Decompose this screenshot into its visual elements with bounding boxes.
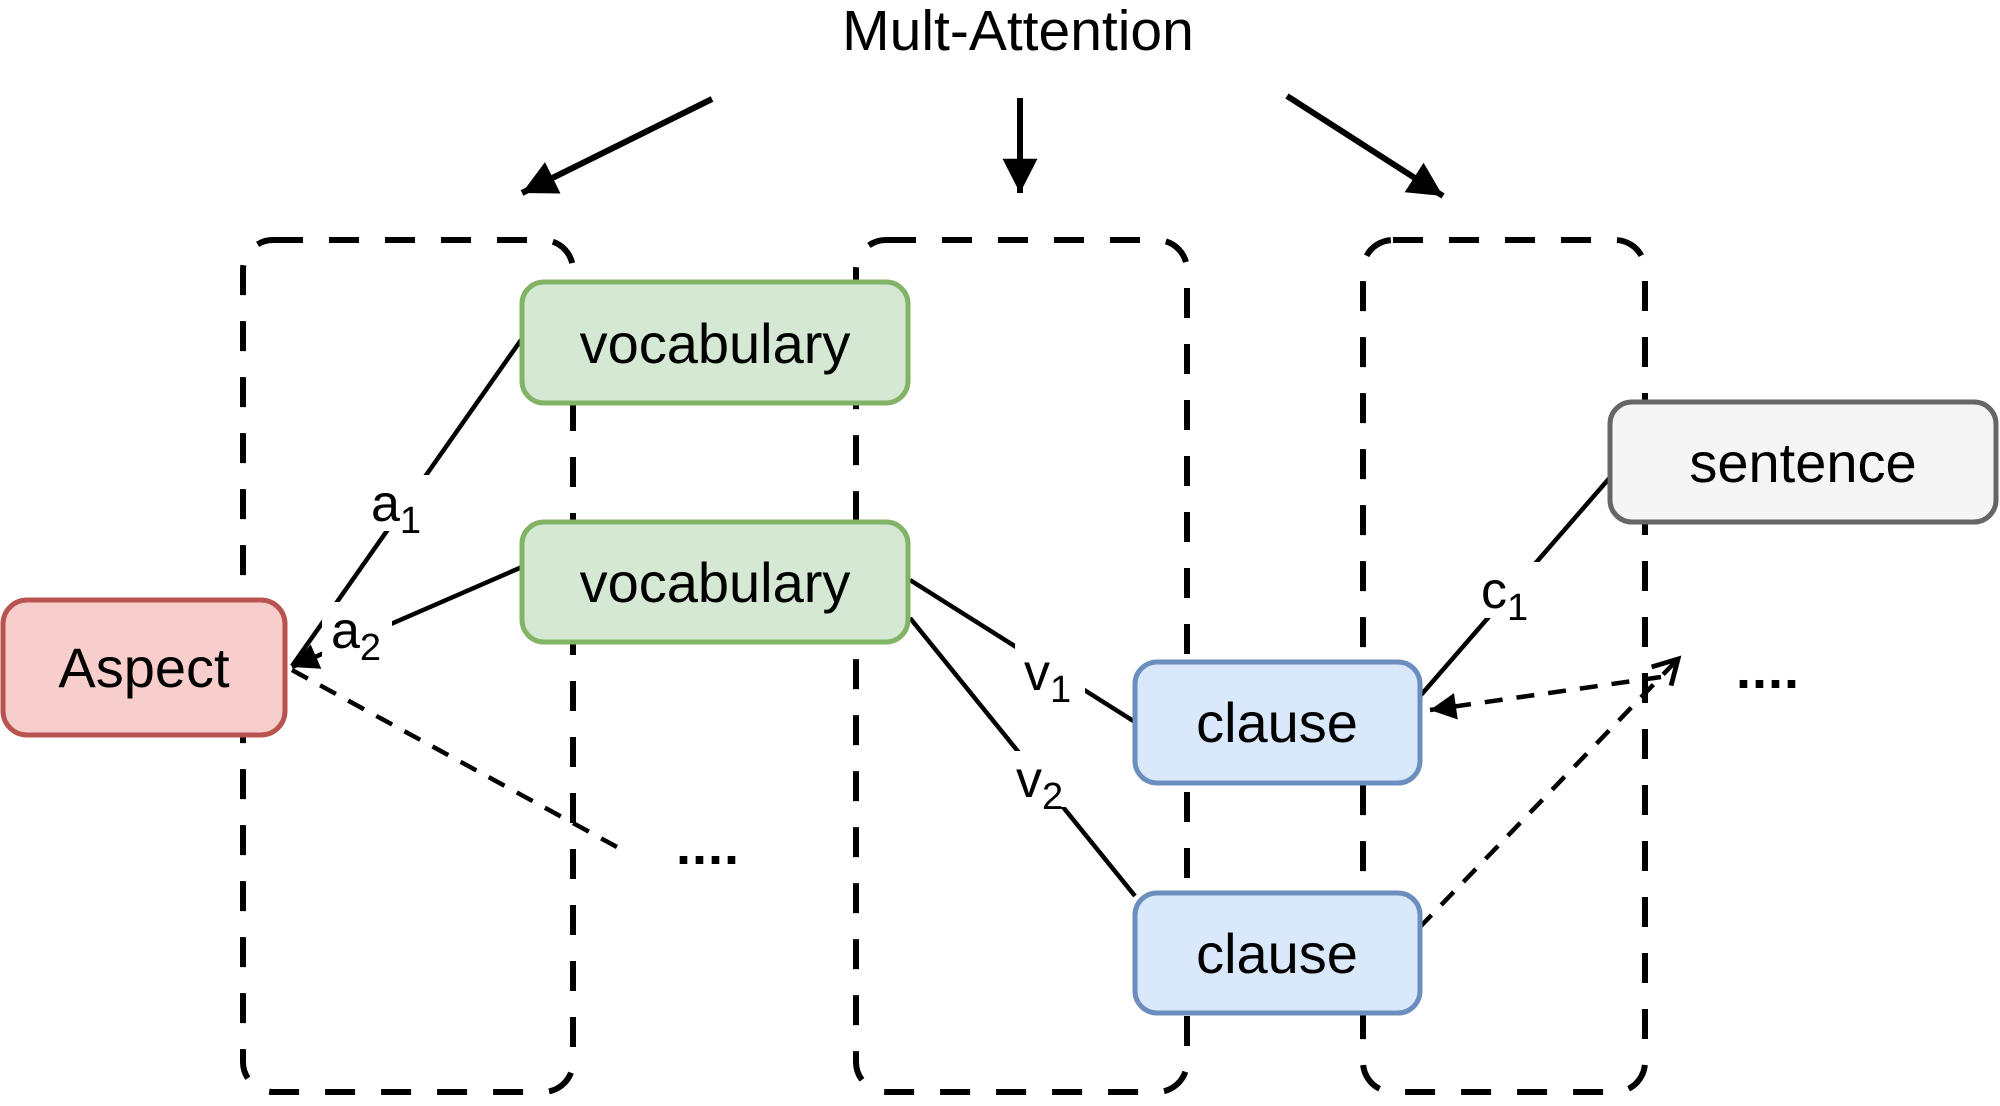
ellipsis-right: .... (1736, 640, 1800, 700)
diagram-title: Mult-Attention (842, 0, 1194, 63)
clause-node-1-label: clause (1196, 691, 1358, 754)
ellipsis-left: .... (676, 816, 740, 876)
edge-label-v1: v1 (1024, 644, 1071, 711)
edge-label-c1: c1 (1481, 562, 1528, 629)
edge-clause1-continuation-dashed (1429, 674, 1662, 720)
sentence-node-label: sentence (1689, 431, 1916, 494)
vocabulary-node-1-box (519, 279, 911, 406)
vocabulary-node-1-label: vocabulary (580, 312, 851, 375)
clause-node-1: clause (1132, 659, 1423, 786)
sentence-node-box (1607, 399, 1999, 525)
vocabulary-node-2: vocabulary (519, 519, 911, 645)
vocabulary-node-2-box (519, 519, 911, 645)
attention-arrow-left (520, 96, 714, 196)
group-frame-middle (853, 237, 1190, 1095)
aspect-node-box (0, 597, 288, 738)
aspect-node-label: Aspect (58, 636, 230, 699)
vocabulary-node-2-label: vocabulary (580, 551, 851, 614)
edge-label-v1-plate (1015, 644, 1085, 700)
clause-node-2-box (1132, 890, 1423, 1016)
aspect-node: Aspect (0, 597, 288, 738)
edge-label-v2: v2 (1016, 751, 1063, 818)
clause-node-1-box (1132, 659, 1423, 786)
edge-label-a1: a1 (371, 475, 421, 542)
edge-label-a1-plate (362, 475, 432, 531)
edge-aspect-continuation-dashed (290, 668, 619, 849)
sentence-node: sentence (1607, 399, 1999, 525)
edge-clause2-continuation-dashed (1417, 655, 1682, 930)
attention-arrow-right (1285, 93, 1445, 199)
edge-label-v2-plate (1007, 751, 1077, 807)
edge-label-a2: a2 (331, 602, 381, 669)
clause-node-2-label: clause (1196, 922, 1358, 985)
edge-label-a2-plate (322, 602, 392, 658)
vocabulary-node-1: vocabulary (519, 279, 911, 406)
edge-label-c1-plate (1472, 562, 1542, 618)
clause-node-2: clause (1132, 890, 1423, 1016)
